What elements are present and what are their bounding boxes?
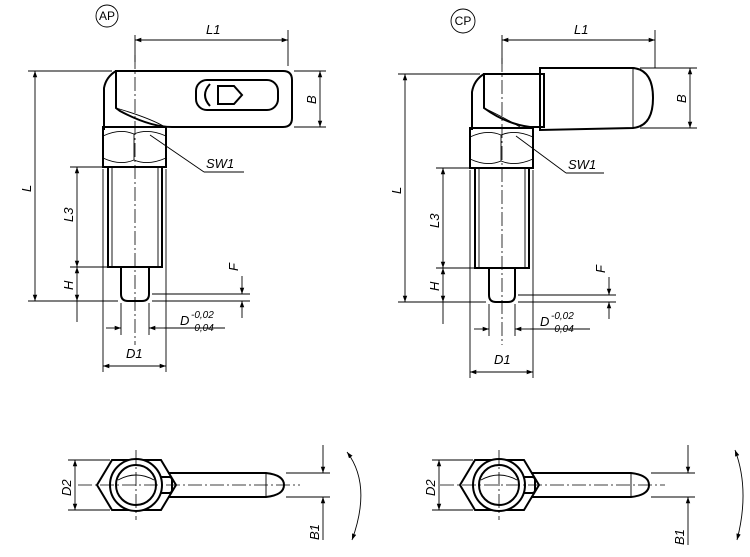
ap-dim-l3: L3 — [61, 207, 76, 222]
cp-dim-b: B — [674, 94, 689, 103]
cp-tag: CP — [455, 14, 472, 28]
cp-dim-l: L — [389, 187, 404, 194]
ap-handle — [103, 70, 293, 130]
cp-grip — [539, 67, 655, 132]
ap-dim-f: F — [226, 262, 241, 271]
cp-dim-d-lower: -0,04 — [551, 324, 574, 335]
cp-dim-l3: L3 — [427, 213, 442, 228]
ap-tag: AP — [99, 9, 115, 23]
tl-dim-d2: D2 — [59, 479, 74, 496]
cp-label-sw1: SW1 — [568, 157, 596, 172]
view-cp: CP — [389, 8, 697, 378]
top-view-right: D2 B1 — [423, 445, 744, 545]
cp-dim-f: F — [593, 264, 608, 273]
ap-dim-b: B — [304, 95, 319, 104]
cp-dim-d1: D1 — [494, 352, 511, 367]
ap-dim-d: D — [180, 313, 189, 328]
view-ap: AP — [19, 4, 326, 372]
ap-dim-l: L — [19, 185, 34, 192]
ap-tag-circle — [95, 4, 119, 28]
ap-label-sw1: SW1 — [206, 156, 234, 171]
cp-tag-circle — [450, 8, 476, 34]
ap-hex-nut — [102, 126, 167, 168]
ap-dim-h: H — [61, 280, 76, 290]
top-view-left: D2 B1 — [59, 445, 362, 541]
cp-dim-d-upper: -0,02 — [551, 311, 574, 322]
tr-dim-b1: B1 — [672, 529, 687, 545]
tl-dim-b1: B1 — [307, 524, 322, 540]
ap-dim-d-upper: -0,02 — [191, 310, 214, 321]
cp-dim-h: H — [427, 281, 442, 291]
ap-dim-l1: L1 — [206, 22, 220, 37]
ap-dim-d1: D1 — [126, 346, 143, 361]
cp-dim-d: D — [540, 314, 549, 329]
tr-dim-d2: D2 — [423, 479, 438, 496]
cp-hex-nut — [469, 127, 534, 169]
cp-dim-l1: L1 — [574, 22, 588, 37]
cp-lever-stub — [471, 73, 545, 130]
ap-dim-d-lower: -0,04 — [191, 323, 214, 334]
